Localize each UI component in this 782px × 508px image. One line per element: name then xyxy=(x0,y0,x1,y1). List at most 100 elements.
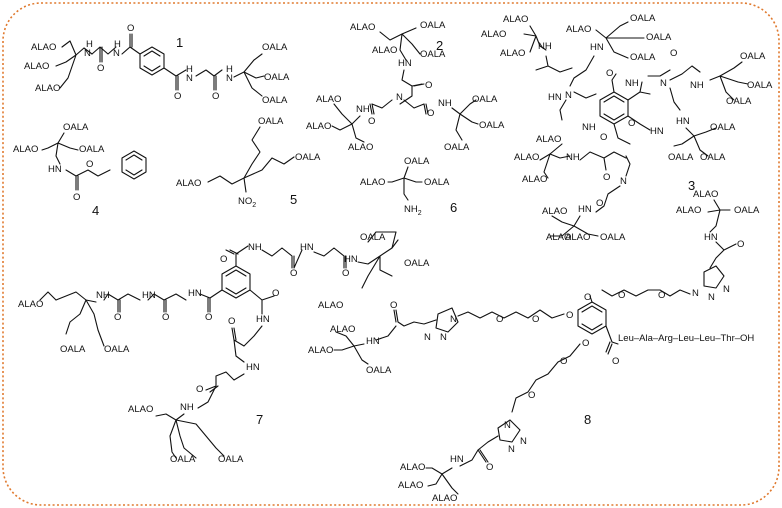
c7-label-hn-6: HN xyxy=(246,362,260,373)
c7-label-o-6: O xyxy=(114,312,121,323)
c3-label-oala-1: OALA xyxy=(630,13,656,24)
c2-label-oala-5: OALA xyxy=(444,142,470,153)
c1-label-o-4: O xyxy=(212,91,219,102)
c1-label-oala-1: OALA xyxy=(262,42,288,53)
c8-label-alao-4: ALAO xyxy=(308,345,333,356)
c4-label-hn: HN xyxy=(48,164,62,175)
c3-label-alao-3: ALAO xyxy=(500,48,525,59)
c8-label-o-11: O xyxy=(560,356,567,367)
c1-label-oala-3: OALA xyxy=(262,95,288,106)
c3-label-n-1: N xyxy=(565,90,572,101)
compound-2: ALAO OALA ALAO OALA HN 2 O N O O NH ALAO… xyxy=(306,20,505,153)
c3-label-alao-6: ALAO xyxy=(514,152,539,163)
c7-label-hn-5: HN xyxy=(256,314,270,325)
c1-label-n-1: N xyxy=(84,48,91,59)
c3-label-o-2: O xyxy=(670,48,677,59)
compound-number-8: 8 xyxy=(584,412,591,427)
c3-label-hn-1: HN xyxy=(590,42,604,53)
c3-label-n-2: N xyxy=(660,78,667,89)
c8-label-alao-3: ALAO xyxy=(330,324,355,335)
c7-label-oala-3: OALA xyxy=(60,344,86,355)
c3-label-oala-8: OALA xyxy=(700,152,726,163)
c6-label-oala-1: OALA xyxy=(404,156,430,167)
c8-label-o-5: O xyxy=(612,356,619,367)
compound-5: OALA OALA ALAO NO2 5 xyxy=(176,116,321,209)
c7-label-o-5: O xyxy=(162,312,169,323)
c3-label-nh-5: NH xyxy=(566,152,580,163)
c3-label-oala-4: OALA xyxy=(740,51,766,62)
c5-label-oala-1: OALA xyxy=(258,116,284,127)
c8-label-o-9: O xyxy=(496,314,503,325)
c8-label-hn-3: HN xyxy=(450,454,464,465)
c7-label-hn-4: HN xyxy=(142,290,156,301)
c2-label-o-1: O xyxy=(425,80,432,91)
c8-label-o-1: O xyxy=(737,239,744,250)
c8-peptide: Leu–Ala–Arg–Leu–Leu–Thr–OH xyxy=(618,333,754,344)
c3-label-o-4: O xyxy=(600,132,607,143)
c1-label-o-3: O xyxy=(174,91,181,102)
c5-label-oala-2: OALA xyxy=(295,152,321,163)
c7-label-oala-5: OALA xyxy=(170,454,196,465)
c3-label-alao-5: ALAO xyxy=(536,134,561,145)
c3-label-alao-8: ALAO xyxy=(542,206,567,217)
c7-label-oala-2: OALA xyxy=(404,258,430,269)
c1-label-oala-2: OALA xyxy=(264,72,290,83)
compound-number-1: 1 xyxy=(176,35,183,50)
c7-label-hn-2: HN xyxy=(344,254,358,265)
c3-label-n-3: N xyxy=(620,176,627,187)
c8-label-n-4: N xyxy=(450,314,457,325)
c8-label-n-5: N xyxy=(440,332,447,343)
c2-label-oala-2: OALA xyxy=(420,49,446,60)
compound-4: OALA ALAO OALA HN O O 4 xyxy=(13,122,147,218)
c8-label-oala-2: OALA xyxy=(366,365,392,376)
c2-label-o-3: O xyxy=(427,108,434,119)
c3-label-alao-7: ALAO xyxy=(522,174,547,185)
c7-label-o-7: O xyxy=(272,288,279,299)
c3-label-alao-10: ALAO xyxy=(565,232,590,243)
c1-label-alao-3: ALAO xyxy=(35,83,60,94)
c8-label-n-3: N xyxy=(692,288,699,299)
c7-label-hn-1: HN xyxy=(300,242,314,253)
c4-label-oala-2: OALA xyxy=(79,144,105,155)
c7-label-o-2: O xyxy=(290,268,297,279)
c7-label-nh-1: NH xyxy=(248,242,262,253)
c7-label-alao-1: ALAO xyxy=(318,300,343,311)
c8-label-alao-6: ALAO xyxy=(398,480,423,491)
compound-1: ALAO ALAO ALAO H N O H N O O H N O H N O… xyxy=(24,23,290,106)
c3-label-o-5: O xyxy=(603,172,610,183)
c7-label-oala-6: OALA xyxy=(218,454,244,465)
c1-label-n-2: N xyxy=(113,48,120,59)
c3-label-hn-3: HN xyxy=(650,126,664,137)
c2-label-alao-4: ALAO xyxy=(306,121,331,132)
c3-label-oala-10: OALA xyxy=(600,232,626,243)
c1-label-n-4: N xyxy=(226,73,233,84)
c1-label-h-2: H xyxy=(114,39,121,50)
c3-label-oala-9: OALA xyxy=(668,152,694,163)
c7-label-o-4: O xyxy=(205,312,212,323)
c3-label-nh-4: NH xyxy=(582,122,596,133)
c8-label-o-4: O xyxy=(584,292,591,303)
c1-label-alao-1: ALAO xyxy=(31,42,56,53)
c8-label-n-9: N xyxy=(508,444,515,455)
c2-label-alao-5: ALAO xyxy=(348,142,373,153)
c2-label-hn: HN xyxy=(398,58,412,69)
compound-number-5: 5 xyxy=(290,192,297,207)
c3-label-oala-2: OALA xyxy=(646,32,672,43)
c2-label-oala-1: OALA xyxy=(420,20,446,31)
c7-label-oala-4: OALA xyxy=(104,344,130,355)
c8-label-o-12: O xyxy=(528,390,535,401)
c8-label-o-10: O xyxy=(390,300,397,311)
c3-label-o-3: O xyxy=(628,118,635,129)
c7-label-nh-3: NH xyxy=(180,402,194,413)
c3-label-oala-3: OALA xyxy=(630,52,656,63)
c8-label-alao-7: ALAO xyxy=(432,493,457,504)
c8-label-alao-1: ALAO xyxy=(693,189,718,200)
c2-label-nh-2: NH xyxy=(438,98,452,109)
c8-label-hn-1: HN xyxy=(704,232,718,243)
c4-label-o-1: O xyxy=(73,192,80,203)
c2-label-alao-3: ALAO xyxy=(316,94,341,105)
compound-7: O NH O HN O HN OALA OALA ALAO O HN O HN … xyxy=(18,231,430,465)
compound-3: ALAO ALAO ALAO NH ALAO OALA OALA OALA HN… xyxy=(481,13,773,243)
